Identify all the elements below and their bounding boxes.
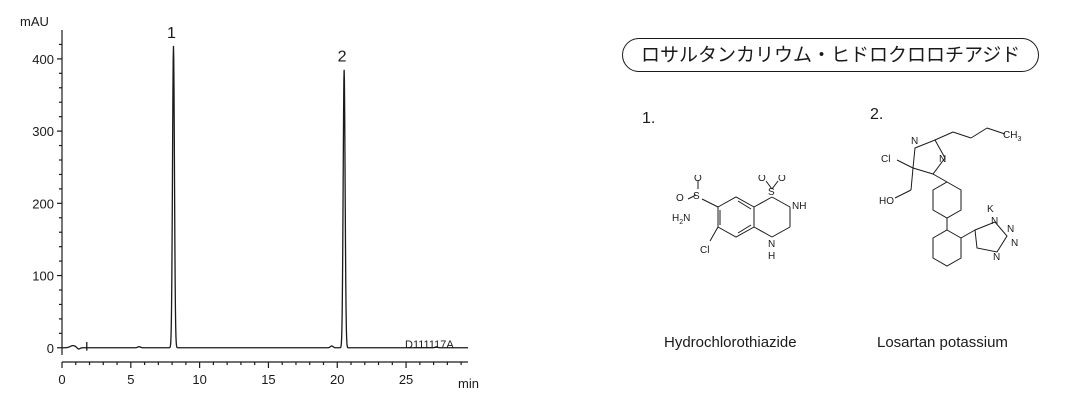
peak-label: 1 (167, 25, 176, 42)
x-tick-label: 10 (192, 372, 206, 387)
method-title: ロサルタンカリウム・ヒドロクロロチアジド (622, 38, 1040, 72)
atom-n-2: N (768, 239, 775, 250)
atom-ho: HO (879, 196, 894, 207)
atom-k: K (987, 204, 994, 215)
peak-label: 2 (338, 49, 347, 66)
atom-ch3: CH3 (1003, 130, 1021, 143)
x-tick-label: 5 (127, 372, 134, 387)
atom-tn-1: N (991, 216, 998, 227)
atom-o-4: O (778, 175, 786, 184)
y-axis: 0 100 200 300 400 (32, 30, 63, 356)
atom-o-1: O (676, 193, 684, 204)
atom-tn-2: N (1007, 224, 1014, 235)
y-tick-label: 100 (32, 269, 54, 284)
compound-panel: ロサルタンカリウム・ヒドロクロロチアジド 1. 2. O O S H2N O O… (580, 0, 1065, 393)
y-axis-label: mAU (20, 14, 49, 29)
atom-o-3: O (758, 175, 766, 184)
compound-1-name: Hydrochlorothiazide (664, 334, 797, 351)
y-tick-label: 400 (32, 52, 54, 67)
hydrochlorothiazide-structure: O O S H2N O O S NH N H Cl (672, 175, 806, 262)
chromatogram-trace (62, 45, 468, 350)
atom-h: H (768, 251, 775, 262)
x-axis-label: min (458, 376, 479, 391)
atom-s-1: S (693, 191, 700, 202)
peak-labels: 12 (167, 25, 347, 66)
compound-2-name: Losartan potassium (877, 334, 1008, 351)
y-tick-label: 0 (47, 341, 54, 356)
losartan-structure: N N Cl HO CH3 K N N N N (879, 127, 1021, 267)
x-tick-label: 25 (399, 372, 413, 387)
atom-n-2: N (939, 154, 946, 165)
compound-2-number: 2. (870, 106, 884, 123)
x-axis: 0 5 10 15 20 25 (58, 361, 468, 387)
x-tick-label: 0 (58, 372, 65, 387)
atom-n-1: N (911, 136, 918, 147)
atom-tn-3: N (1011, 238, 1018, 249)
x-tick-label: 20 (330, 372, 344, 387)
atom-cl: Cl (700, 245, 709, 256)
atom-o-2: O (694, 175, 702, 184)
compound-1-number: 1. (642, 110, 656, 127)
y-tick-label: 200 (32, 196, 54, 211)
atom-nh-1: NH (792, 201, 806, 212)
atom-s-2: S (768, 187, 775, 198)
x-tick-label: 15 (261, 372, 275, 387)
sample-id-annotation: D111117A (405, 339, 454, 351)
y-tick-label: 300 (32, 124, 54, 139)
atom-tn-4: N (993, 252, 1000, 263)
atom-cl: Cl (881, 154, 890, 165)
atom-h2n: H2N (672, 213, 690, 226)
